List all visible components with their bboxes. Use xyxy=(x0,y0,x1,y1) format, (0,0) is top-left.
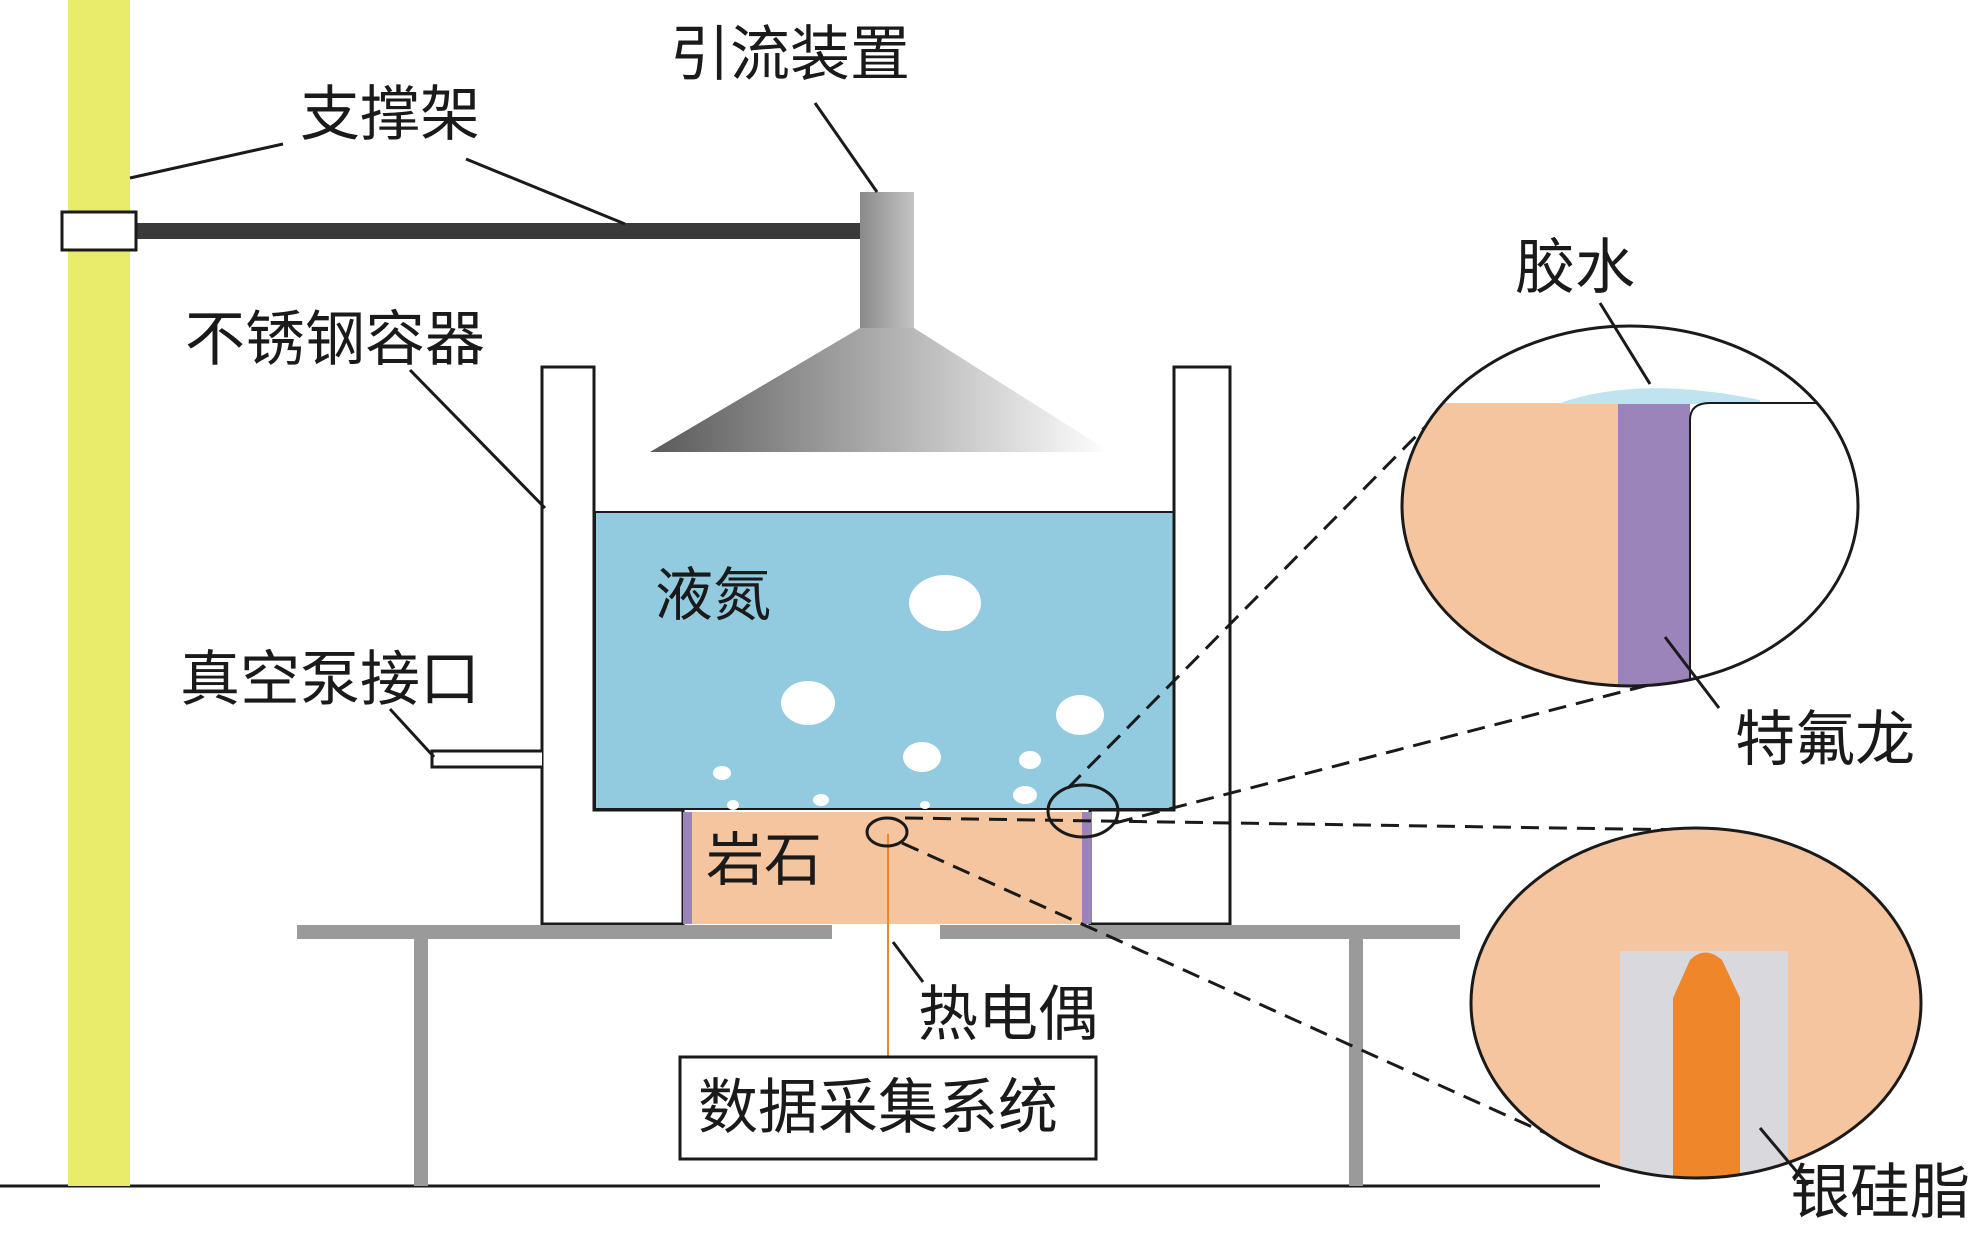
label-silicone-grease: 银硅脂 xyxy=(1790,1158,1970,1228)
zoom-edge-detail xyxy=(1400,324,1860,688)
detail-marker-thermocouple xyxy=(865,816,909,848)
label-rock: 岩石 xyxy=(706,826,822,894)
support-bar xyxy=(130,223,862,239)
pole-clamp xyxy=(60,210,138,252)
stand xyxy=(297,925,1460,1186)
liquid-nitrogen xyxy=(594,511,1176,810)
container-left-wall xyxy=(540,365,685,926)
teflon-right xyxy=(1082,812,1091,924)
drainage-hood xyxy=(650,328,1110,452)
label-glue: 胶水 xyxy=(1515,233,1635,303)
drainage-neck xyxy=(860,192,914,330)
zoom-thermocouple-detail xyxy=(1469,826,1923,1180)
label-liquid-nitrogen: 液氮 xyxy=(655,561,771,629)
zoom-connectors xyxy=(901,418,1691,1137)
label-drainage: 引流装置 xyxy=(670,20,910,90)
daq-box xyxy=(678,1055,1098,1161)
label-container: 不锈钢容器 xyxy=(185,305,485,375)
detail-marker-edge xyxy=(1046,783,1120,839)
label-vacuum-port: 真空泵接口 xyxy=(180,645,480,715)
label-teflon: 特氟龙 xyxy=(1735,705,1915,775)
label-thermocouple: 热电偶 xyxy=(918,980,1098,1050)
support-pole xyxy=(68,0,130,1186)
vacuum-port xyxy=(430,749,542,769)
label-daq: 数据采集系统 xyxy=(698,1073,1058,1143)
teflon-left xyxy=(683,812,692,924)
bubbles xyxy=(713,575,1104,810)
label-support-frame: 支撑架 xyxy=(300,80,480,150)
leader-lines xyxy=(129,102,1810,1186)
rock-sample xyxy=(691,812,1082,924)
